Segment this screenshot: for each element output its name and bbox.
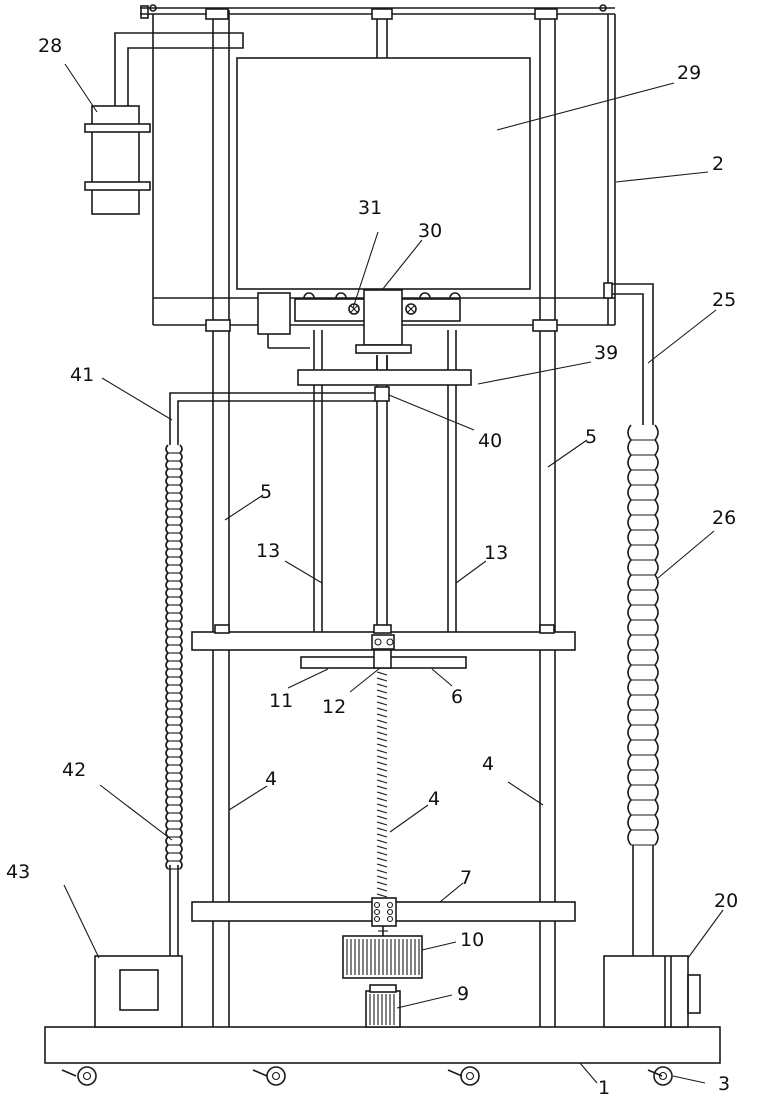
left-hose — [166, 393, 375, 956]
label-20: 20 — [714, 890, 738, 912]
label-25: 25 — [712, 289, 736, 311]
right-bellows — [628, 425, 658, 845]
wheel — [648, 1067, 672, 1085]
screw-thread — [377, 690, 387, 693]
screw-thread — [377, 678, 387, 681]
left-control-box — [95, 956, 182, 1027]
left-bellows — [166, 445, 182, 869]
side-filter-device — [85, 33, 243, 214]
screw-thread — [377, 750, 387, 753]
label-4-left: 4 — [265, 768, 277, 790]
screw-thread — [377, 828, 387, 831]
label-40: 40 — [478, 430, 502, 452]
screw-thread — [377, 852, 387, 855]
screw-thread — [377, 672, 387, 675]
label-1: 1 — [598, 1077, 610, 1099]
label-3: 3 — [718, 1073, 730, 1095]
screw-thread — [377, 714, 387, 717]
label-29: 29 — [677, 62, 701, 84]
screw-thread — [377, 810, 387, 813]
label-43: 43 — [6, 861, 30, 883]
screw-thread — [377, 738, 387, 741]
tank-bottom-assembly — [206, 290, 557, 353]
screw-thread — [377, 840, 387, 843]
middle-crossbeam — [192, 625, 575, 668]
lower-crossbeam — [192, 898, 575, 926]
screw-thread — [377, 894, 387, 897]
screw-thread — [377, 858, 387, 861]
screw-thread — [377, 882, 387, 885]
screw-thread — [377, 726, 387, 729]
label-31: 31 — [358, 197, 382, 219]
bellows-edge — [628, 425, 631, 845]
right-pump-box — [604, 956, 700, 1027]
screw-thread — [377, 762, 387, 765]
screw-thread — [377, 888, 387, 891]
label-30: 30 — [418, 220, 442, 242]
wheel — [448, 1067, 479, 1085]
screw-thread — [377, 768, 387, 771]
screw-thread — [377, 864, 387, 867]
drive-motor — [343, 926, 422, 1027]
screw-thread — [377, 708, 387, 711]
wheels — [62, 1067, 672, 1085]
label-9: 9 — [457, 983, 469, 1005]
label-42: 42 — [62, 759, 86, 781]
screw-thread — [377, 744, 387, 747]
label-4-center: 4 — [428, 788, 440, 810]
base-frame — [45, 1027, 720, 1063]
wheel — [253, 1067, 285, 1085]
label-10: 10 — [460, 929, 484, 951]
bellows-edge — [655, 425, 658, 845]
screw-thread — [377, 756, 387, 759]
motor-lower-fins — [370, 994, 394, 1025]
bellows-edge — [180, 445, 182, 869]
label-5-right: 5 — [585, 426, 597, 448]
label-5-left: 5 — [260, 481, 272, 503]
label-7: 7 — [460, 867, 472, 889]
screw-thread — [377, 846, 387, 849]
label-2: 2 — [712, 153, 724, 175]
screw-thread — [377, 876, 387, 879]
upper-plate — [298, 355, 471, 401]
label-41: 41 — [70, 364, 94, 386]
screw-thread — [377, 786, 387, 789]
screw-thread — [377, 732, 387, 735]
screw-thread — [377, 696, 387, 699]
label-13-right: 13 — [484, 542, 508, 564]
label-12: 12 — [322, 696, 346, 718]
screw-thread — [377, 702, 387, 705]
screw-thread — [377, 804, 387, 807]
label-39: 39 — [594, 342, 618, 364]
label-28: 28 — [38, 35, 62, 57]
label-4-right: 4 — [482, 753, 494, 775]
label-6: 6 — [451, 686, 463, 708]
label-26: 26 — [712, 507, 736, 529]
lead-screw — [377, 672, 388, 931]
label-13-left: 13 — [256, 540, 280, 562]
screw-thread — [377, 684, 387, 687]
wheel — [62, 1067, 96, 1085]
screw-thread — [377, 870, 387, 873]
screw-thread — [377, 822, 387, 825]
bellows-edge — [166, 445, 168, 869]
screw-thread — [377, 834, 387, 837]
display-panel — [237, 58, 530, 289]
right-hose — [604, 283, 658, 956]
screw-thread — [377, 792, 387, 795]
screw-thread — [377, 816, 387, 819]
screw-thread — [377, 780, 387, 783]
screw-thread — [377, 774, 387, 777]
screw-thread — [377, 798, 387, 801]
screw-thread — [377, 720, 387, 723]
label-11: 11 — [269, 690, 293, 712]
